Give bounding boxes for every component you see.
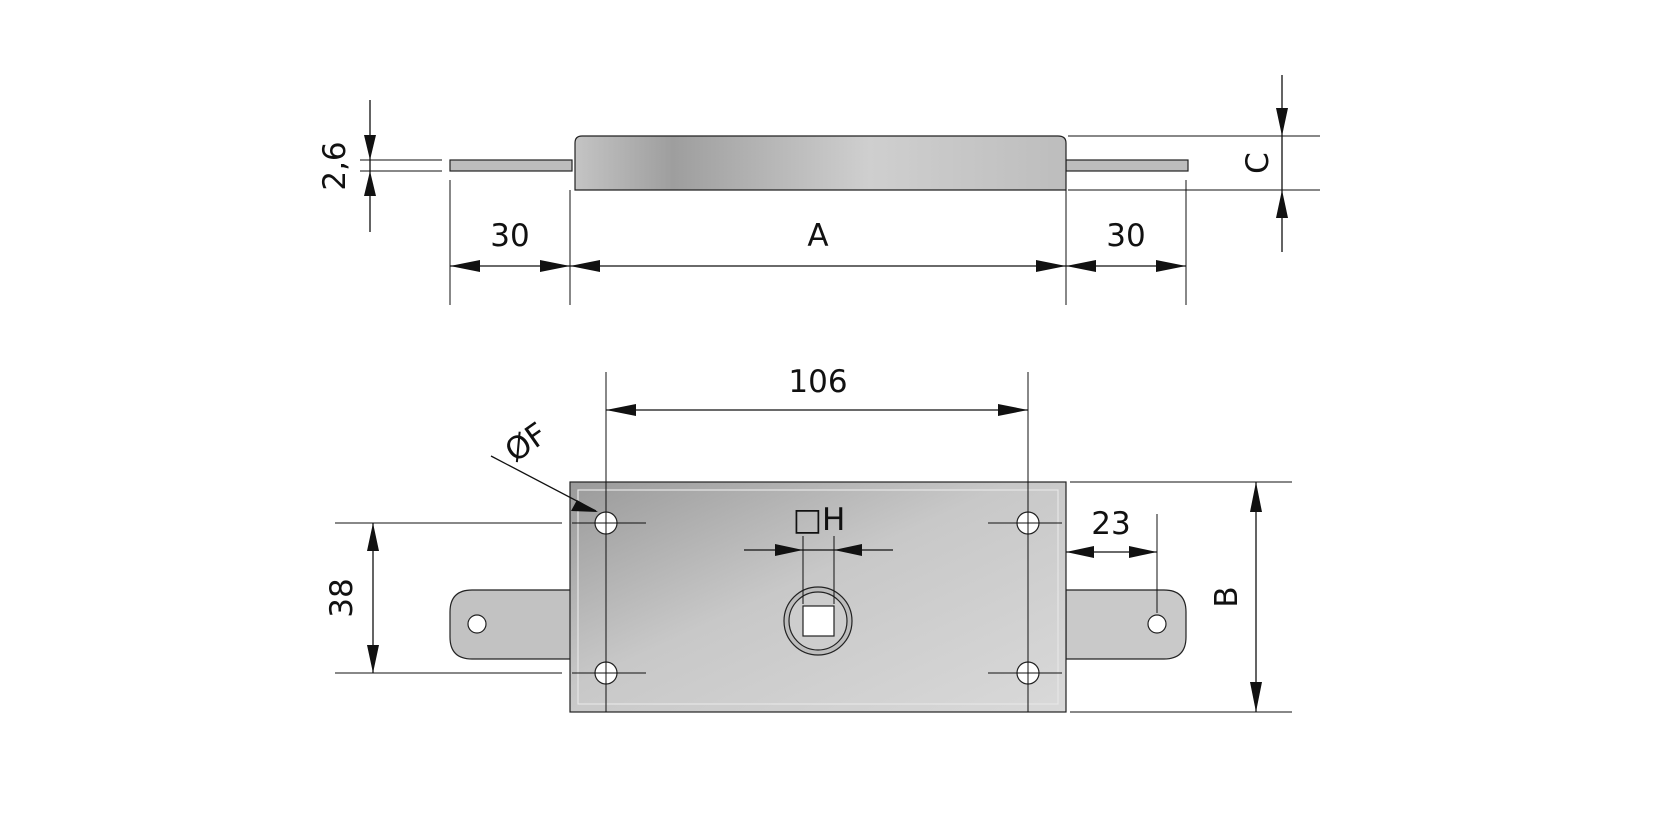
left-tab-front [449,589,576,660]
right-tab-front [1065,589,1187,660]
left-tab-hole [467,614,487,634]
square-drive-hole [802,605,835,637]
thickness-label: 2,6 [317,141,353,190]
right-tab-length-label: 30 [1106,218,1145,254]
vertical-spacing-dimension: 38 [324,522,562,674]
hole-diameter-label: ØF [499,416,554,470]
hole-spacing-dimension: 106 [606,364,1028,416]
body-side [574,135,1067,191]
width-label: B [1209,586,1245,607]
width-dimension: B [1070,481,1292,713]
front-view [449,372,1187,713]
right-tab-hole [1147,614,1167,634]
thickness-dimension: 2,6 [317,100,442,232]
right-tab-side [1065,159,1189,172]
height-side-label: C [1240,152,1276,174]
body-length-label: A [807,218,828,254]
square-hole-label: □H [793,502,846,538]
side-view [449,135,1189,191]
hole-spacing-label: 106 [788,364,847,400]
length-dimensions: 30 A 30 [449,180,1187,305]
square-hole-dimension: □H [744,502,893,604]
left-tab-length-label: 30 [490,218,529,254]
height-side-dimension: C [1068,75,1320,252]
tab-hole-offset-label: 23 [1091,506,1130,542]
tab-hole-offset-dimension: 23 [1066,506,1158,613]
left-tab-side [449,159,573,172]
vertical-spacing-label: 38 [324,578,360,617]
plate-bevel [577,489,1059,705]
